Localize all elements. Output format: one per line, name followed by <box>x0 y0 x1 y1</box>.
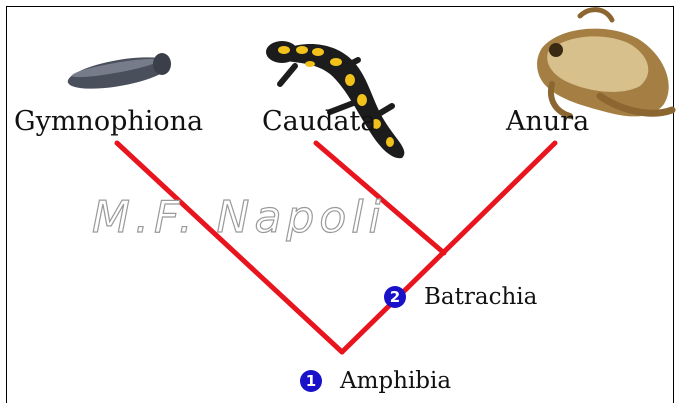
branch-anura <box>342 143 555 352</box>
watermark: M.F. Napoli <box>92 192 386 243</box>
node-label-amphibia: Amphibia <box>340 370 451 393</box>
node-label-batrachia: Batrachia <box>424 286 537 309</box>
caecilian-image <box>66 51 173 95</box>
taxon-label-gymnophiona: Gymnophiona <box>14 108 203 135</box>
frog-image <box>537 10 672 117</box>
branch-gymnophiona <box>117 143 342 352</box>
taxon-label-anura: Anura <box>506 108 589 135</box>
salamander-image <box>266 41 404 158</box>
node-marker-batrachia: 2 <box>384 286 406 308</box>
node-marker-amphibia: 1 <box>300 370 322 392</box>
taxon-label-caudata: Caudata <box>262 108 376 135</box>
